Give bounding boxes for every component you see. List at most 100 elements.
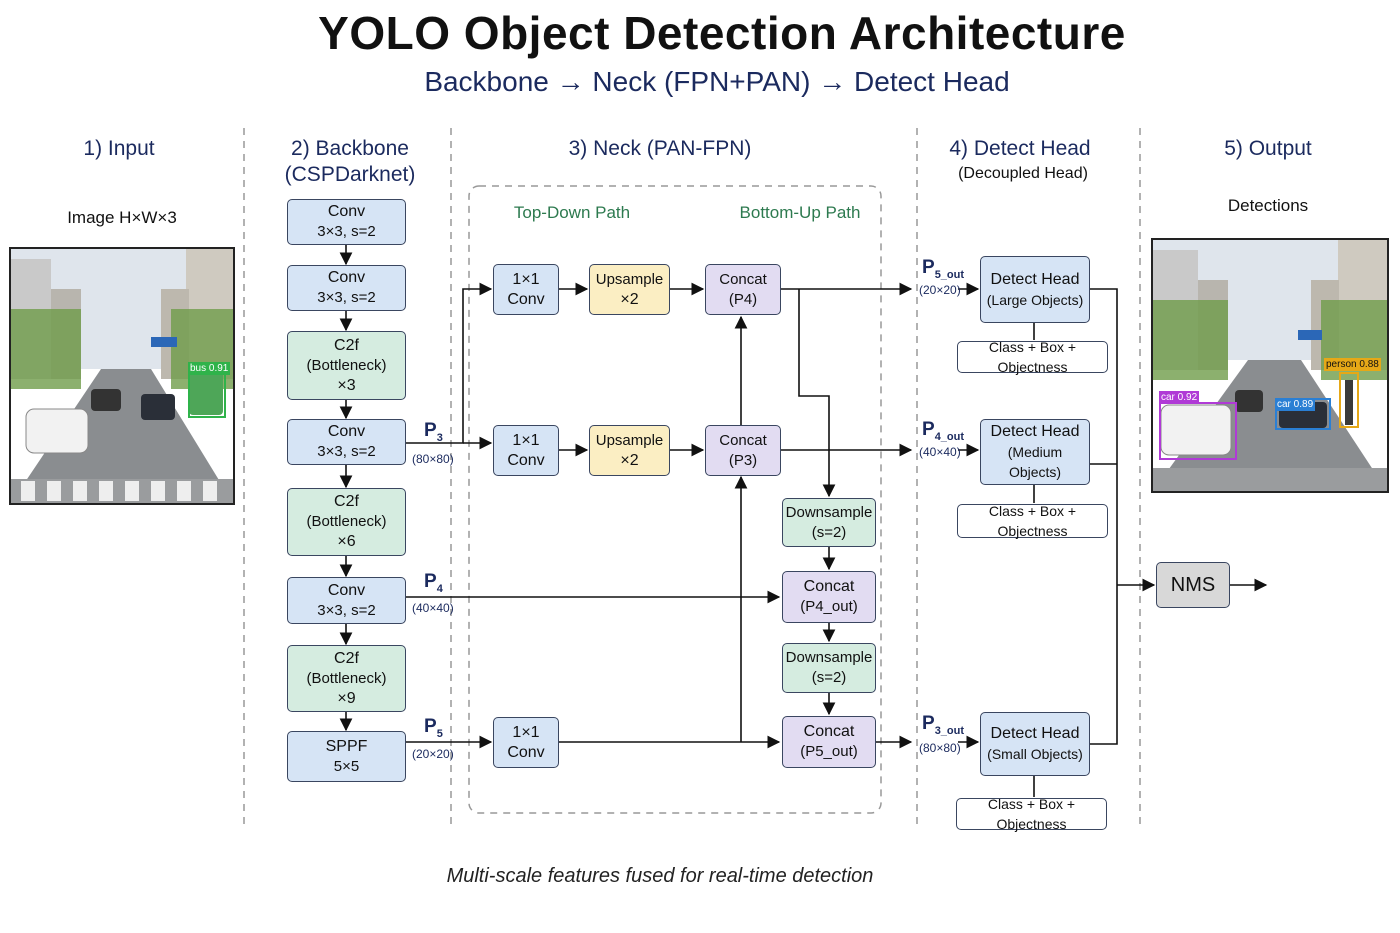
block-title: Concat	[719, 431, 767, 449]
neck-concat-p5out: Concat (P5_out)	[782, 716, 876, 768]
block-title: 1×1	[512, 270, 540, 288]
footer-caption: Multi-scale features fused for real-time…	[446, 865, 874, 887]
head-detail: (Small Objects)	[987, 746, 1083, 762]
backbone-conv-2: Conv 3×3, s=2	[287, 265, 406, 311]
backbone-c2f-1: C2f (Bottleneck) ×3	[287, 331, 406, 400]
head-large-outputs: Class + Box + Objectness	[957, 339, 1108, 375]
block-detail: Conv	[507, 743, 545, 761]
block-detail: (P4)	[728, 290, 758, 308]
page-subtitle: Backbone → Neck (FPN+PAN) → Detect Head	[424, 66, 1010, 97]
neck-conv-bot: 1×1 Conv	[493, 717, 559, 768]
tap-p4-dims: (40×40)	[412, 601, 454, 615]
section-dividers	[243, 128, 1141, 830]
tap-name: P	[922, 419, 935, 440]
block-detail: 3×3, s=2	[317, 223, 376, 240]
backbone-conv-1: Conv 3×3, s=2	[287, 199, 406, 245]
block-title: Downsample	[785, 649, 873, 666]
block-detail: (P5_out)	[800, 743, 858, 760]
block-detail: 3×3, s=2	[317, 443, 376, 460]
tap-index: 5	[436, 727, 443, 740]
block-detail: (s=2)	[811, 669, 847, 686]
head-p3out-label: P3_out	[922, 713, 964, 737]
backbone-conv-3: Conv 3×3, s=2	[287, 419, 406, 465]
neck-concat-p3: Concat (P3)	[705, 425, 781, 476]
tap-p3-dims: (80×80)	[412, 452, 454, 466]
block-repeat: ×9	[337, 689, 356, 707]
street-scene-illustration	[11, 249, 233, 503]
tap-name: P	[922, 713, 935, 734]
head-p4out-label: P4_out	[922, 419, 964, 443]
tap-index: 4	[436, 582, 443, 595]
neck-upsample-mid: Upsample ×2	[589, 425, 670, 476]
neck-conv-mid: 1×1 Conv	[493, 425, 559, 476]
head-p4out-dims: (40×40)	[919, 445, 961, 459]
tap-name: P	[424, 571, 437, 592]
detect-head-large: Detect Head (Large Objects)	[980, 256, 1090, 323]
block-title: C2f	[334, 336, 359, 354]
neck-dashed-frame	[468, 185, 882, 814]
block-detail: (P3)	[728, 451, 758, 469]
block-detail: ×2	[620, 290, 639, 308]
section-head-subtitle: (Decoupled Head)	[958, 165, 1088, 182]
neck-downsample-2: Downsample (s=2)	[782, 643, 876, 693]
tap-name: P	[424, 420, 437, 441]
block-detail: (Bottleneck)	[306, 669, 387, 687]
tap-p3-label: P3	[424, 420, 443, 444]
head-detail: (Large Objects)	[986, 291, 1084, 308]
output-image: car 0.92 car 0.89 person 0.88	[1151, 238, 1389, 493]
section-output-title: 5) Output	[1224, 137, 1312, 160]
bottom-up-path-label: Bottom-Up Path	[739, 203, 861, 222]
street-scene-illustration	[1153, 240, 1387, 491]
backbone-conv-4: Conv 3×3, s=2	[287, 577, 406, 624]
block-repeat: ×6	[337, 533, 356, 550]
neck-upsample-top: Upsample ×2	[589, 264, 670, 315]
section-backbone-title-line1: 2) Backbone	[291, 137, 409, 160]
input-caption: Image H×W×3	[67, 208, 177, 227]
head-title: Detect Head	[990, 423, 1080, 440]
detect-head-small: Detect Head (Small Objects)	[980, 712, 1090, 776]
tap-index: 5_out	[934, 268, 965, 281]
arrows	[339, 245, 1268, 749]
block-detail: ×2	[620, 451, 639, 469]
block-title: Upsample	[595, 270, 664, 288]
block-title: Conv	[327, 203, 366, 220]
block-detail: 3×3, s=2	[317, 601, 376, 619]
block-title: Downsample	[785, 503, 873, 521]
block-title: 1×1	[512, 723, 540, 741]
block-detail: Conv	[507, 290, 545, 308]
tap-name: P	[424, 716, 437, 737]
head-p5out-dims: (20×20)	[919, 283, 961, 297]
block-title: 1×1	[512, 431, 540, 449]
block-title: Conv	[327, 269, 366, 286]
nms-block: NMS	[1156, 562, 1230, 608]
block-detail: (s=2)	[811, 523, 847, 541]
section-backbone-title-line2: (CSPDarknet)	[284, 163, 416, 186]
output-car-box-1	[1159, 402, 1237, 460]
block-title: Conv	[327, 423, 366, 440]
output-person-box	[1339, 372, 1359, 428]
block-detail: 5×5	[333, 757, 360, 775]
top-down-path-label: Top-Down Path	[513, 203, 631, 222]
block-detail: (Bottleneck)	[306, 356, 387, 374]
head-medium-outputs: Class + Box + Objectness	[957, 503, 1108, 539]
tap-name: P	[922, 257, 935, 278]
block-title: C2f	[334, 493, 359, 510]
output-person-label: person 0.88	[1324, 358, 1381, 371]
block-detail: 3×3, s=2	[317, 289, 376, 306]
output-car-label-2: car 0.89	[1275, 398, 1316, 411]
block-repeat: ×3	[337, 376, 356, 394]
head-title: Detect Head	[990, 270, 1080, 288]
block-title: Concat	[719, 270, 767, 288]
neck-concat-p4: Concat (P4)	[705, 264, 781, 315]
neck-conv-top: 1×1 Conv	[493, 264, 559, 315]
output-car-label-1: car 0.92	[1159, 391, 1200, 404]
tap-p5-label: P5	[424, 716, 443, 740]
block-title: Conv	[327, 581, 366, 599]
block-detail: Conv	[507, 451, 545, 469]
tap-index: 4_out	[934, 430, 965, 443]
block-detail: (P4_out)	[800, 598, 858, 615]
head-title: Detect Head	[990, 725, 1080, 742]
head-p3out-dims: (80×80)	[919, 741, 961, 755]
head-detail: (Medium Objects)	[1007, 444, 1063, 480]
